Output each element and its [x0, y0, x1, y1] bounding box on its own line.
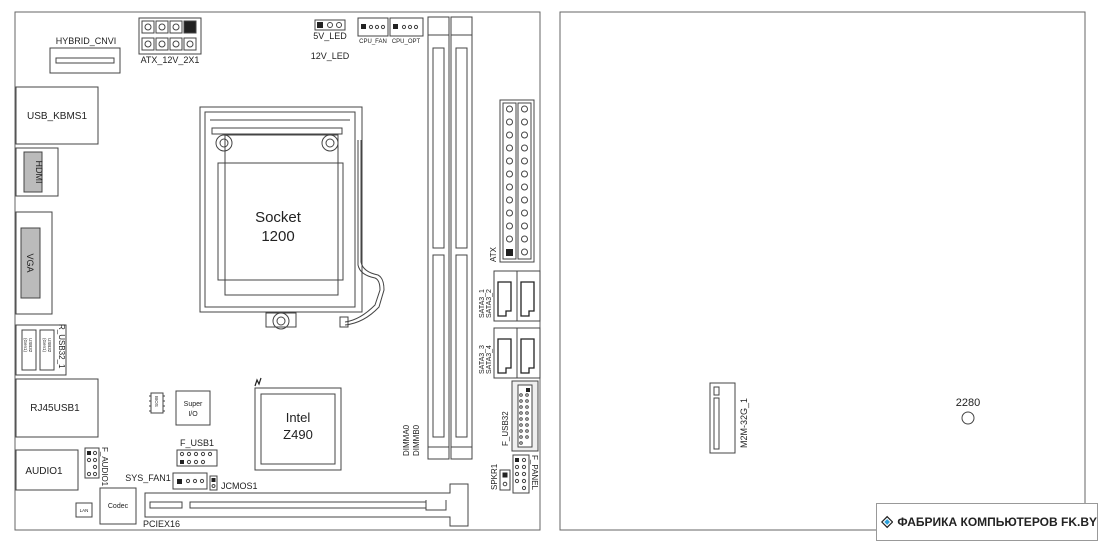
sata3-2-label: SATA3_2: [486, 289, 493, 318]
lan-label: LAN: [80, 508, 89, 513]
usb32-b-label: USB32: [47, 338, 52, 353]
atx-12v-label: ATX_12V_2X1: [141, 55, 200, 65]
usb32-a-gen: (Gen1): [23, 338, 28, 353]
hdmi-port: [15, 147, 59, 197]
f-usb32-header: [511, 380, 539, 452]
sata3-4-label: SATA3_4: [486, 345, 493, 374]
usb-kbms-port: [15, 86, 99, 145]
f-audio-header: [84, 447, 100, 479]
codec-label: Codec: [108, 503, 129, 510]
hybrid-cnvi-slot: [49, 47, 121, 74]
rj45usb-label: RJ45USB1: [30, 403, 80, 414]
sata-connectors: [493, 270, 541, 379]
sys-fan-label: SYS_FAN1: [125, 473, 171, 483]
r-usb32-port: [15, 324, 67, 376]
dimm-a0-label: DIMMA0: [402, 424, 411, 456]
chipset-label-1: Intel: [286, 410, 311, 425]
audio-port: [15, 449, 79, 491]
watermark-text: ФАБРИКА КОМПЬЮТЕРОВ FK.BY: [897, 515, 1097, 529]
super-io-chip: [175, 390, 211, 426]
led-12v-label: 12V_LED: [311, 51, 350, 61]
f-usb32-label: F_USB32: [501, 411, 510, 446]
brand-logo-icon: [881, 515, 894, 529]
sata3-1-label: SATA3_1: [479, 289, 486, 318]
socket-label-1: Socket: [255, 209, 302, 226]
spkr-header: [499, 469, 511, 491]
r-usb32-label: R_USB32_1: [57, 324, 66, 369]
right-board-outline: [559, 11, 1086, 531]
bios-label: BIOS: [154, 396, 159, 407]
f-usb1-label: F_USB1: [180, 438, 214, 448]
dimm-slots: [427, 16, 473, 460]
jcmos-label: JCMOS1: [221, 481, 258, 491]
watermark: ФАБРИКА КОМПЬЮТЕРОВ FK.BY: [876, 503, 1098, 541]
atx-label: ATX: [489, 246, 498, 262]
cpu-opt-header: [389, 17, 424, 37]
hdmi-label: HDMI: [34, 161, 44, 184]
hybrid-cnvi-label: HYBRID_CNVI: [56, 36, 117, 46]
sata3-3-label: SATA3_3: [479, 345, 486, 374]
chipset: [254, 377, 342, 471]
super-io-label-2: I/O: [188, 411, 198, 418]
f-usb1-header: [176, 449, 218, 467]
cpu-opt-label: CPU_OPT: [392, 39, 421, 45]
sys-fan-header: [172, 472, 208, 490]
f-panel-label: F_PANEL: [530, 455, 539, 491]
super-io-label-1: Super: [184, 401, 203, 408]
m2-size-label: 2280: [956, 397, 980, 409]
m2-standoff: [961, 411, 975, 425]
pciex16-label: PCIEX16: [143, 519, 180, 529]
hybrid-cnvi-contacts: [55, 57, 115, 64]
atx-12v-connector: [138, 17, 202, 55]
usb32-b-gen: (Gen1): [42, 338, 47, 353]
socket-label-2: 1200: [261, 228, 294, 245]
lan-chip: [75, 502, 93, 518]
pciex16-slot: [144, 483, 469, 527]
vga-port: [15, 211, 53, 315]
vga-label: VGA: [25, 253, 35, 272]
f-panel-header: [512, 454, 530, 494]
f-audio-label: F_AUDIO1: [100, 447, 109, 487]
cpu-socket: [199, 106, 385, 330]
spkr-label: SPKR1: [490, 463, 499, 490]
usb32-a-label: USB32: [28, 338, 33, 353]
audio-label: AUDIO1: [25, 466, 63, 477]
chipset-label-2: Z490: [283, 427, 313, 442]
m2-slot: [709, 382, 736, 454]
m2-label: M2M-32G_1: [739, 398, 749, 448]
led-5v-label: 5V_LED: [313, 31, 347, 41]
usb-kbms-label: USB_KBMS1: [27, 111, 87, 122]
cpu-fan-label: CPU_FAN: [359, 39, 387, 45]
cpu-fan-header: [357, 17, 389, 37]
dimm-b0-label: DIMMB0: [412, 424, 421, 456]
atx-24pin-connector: [499, 99, 535, 263]
bios-chip: [149, 392, 165, 414]
codec-chip: [99, 487, 137, 525]
jcmos-jumper: [209, 475, 218, 491]
rj45usb-port: [15, 378, 99, 438]
led-jumper: [314, 19, 346, 31]
